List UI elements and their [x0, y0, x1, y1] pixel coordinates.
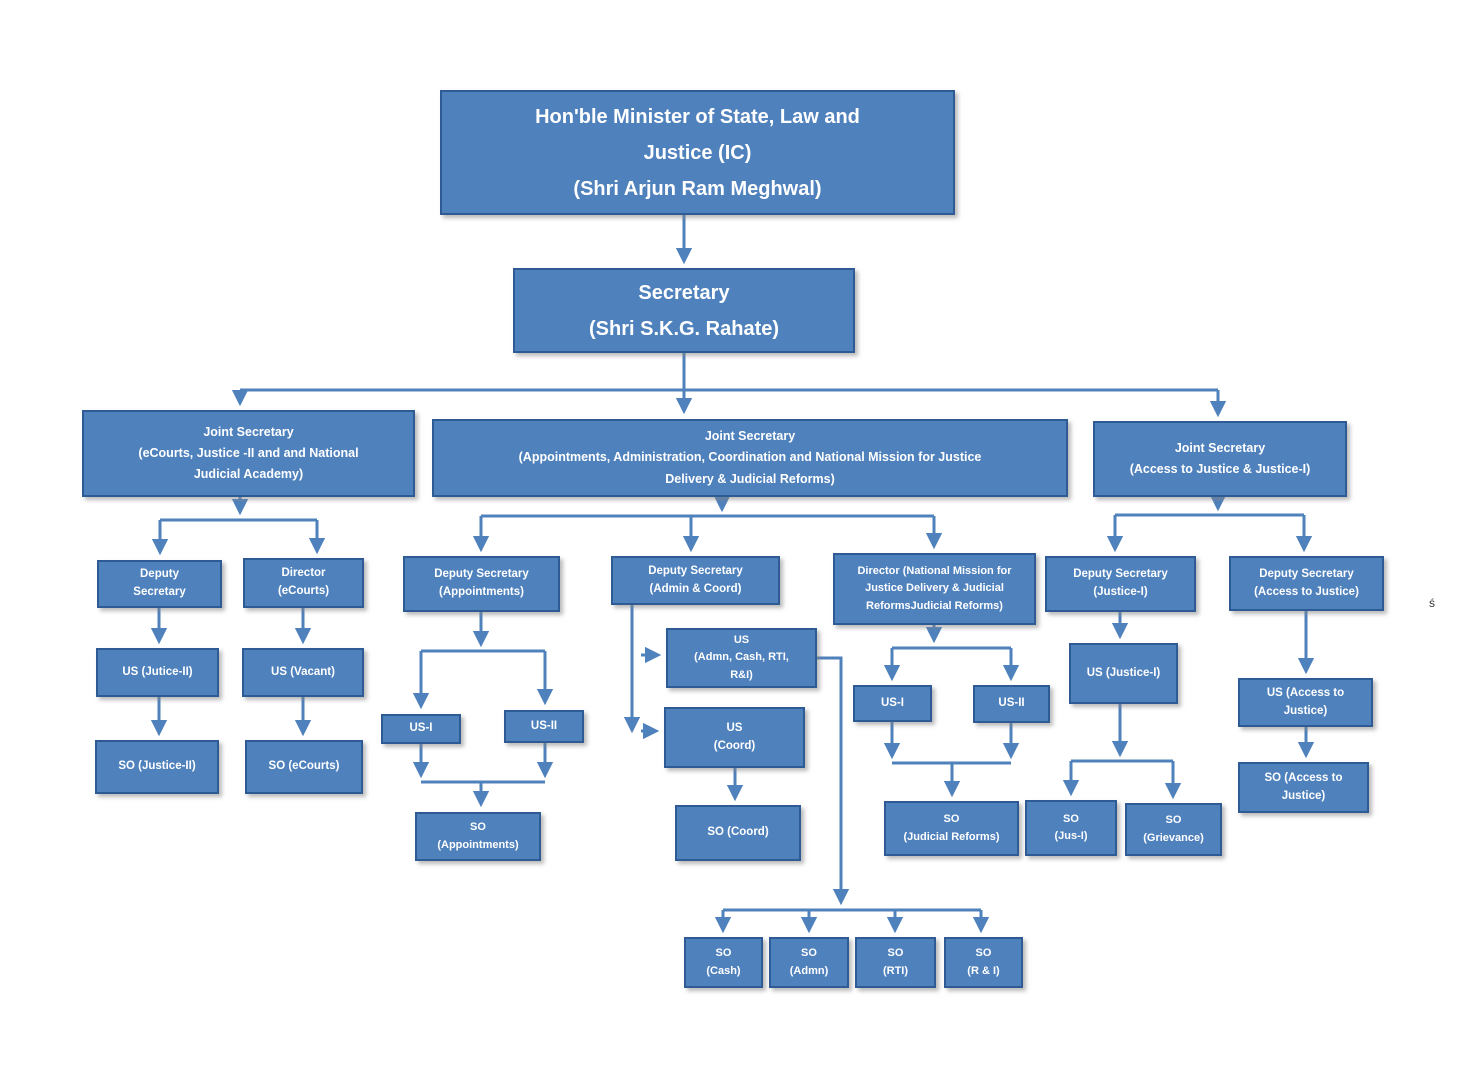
node-so-coord: SO (Coord) [675, 805, 801, 861]
node-us-access: US (Access to Justice) [1238, 678, 1373, 727]
node-director-nmjdr: Director (National Mission for Justice D… [833, 553, 1036, 625]
node-so-ecourts: SO (eCourts) [245, 740, 363, 794]
node-us-jutice2: US (Jutice-II) [96, 648, 219, 697]
node-so-judicial-reforms: SO (Judicial Reforms) [884, 801, 1019, 856]
node-js-access: Joint Secretary (Access to Justice & Jus… [1093, 421, 1347, 497]
node-us-admn-cash-rti-ri: US (Admn, Cash, RTI, R&I) [666, 628, 817, 688]
node-us-coord: US (Coord) [664, 707, 805, 768]
node-director-ecourts: Director (eCourts) [243, 558, 364, 608]
node-so-justice2: SO (Justice-II) [95, 740, 219, 794]
node-so-admn: SO (Admn) [769, 937, 849, 988]
node-js-ecourts: Joint Secretary (eCourts, Justice -II an… [82, 410, 415, 497]
node-minister: Hon'ble Minister of State, Law and Justi… [440, 90, 955, 215]
node-so-cash: SO (Cash) [684, 937, 763, 988]
node-us1-appointments: US-I [381, 714, 461, 744]
node-js-appointments: Joint Secretary (Appointments, Administr… [432, 419, 1068, 497]
node-deputy-secretary: Deputy Secretary [97, 560, 222, 608]
node-so-access: SO (Access to Justice) [1238, 762, 1369, 813]
node-us-justice1: US (Justice-I) [1069, 643, 1178, 704]
node-so-jus1: SO (Jus-I) [1025, 800, 1117, 856]
node-secretary: Secretary (Shri S.K.G. Rahate) [513, 268, 855, 353]
connector-group [150, 215, 1315, 934]
node-ds-admin-coord: Deputy Secretary (Admin & Coord) [611, 556, 780, 605]
node-us2-judicial-reforms: US-II [973, 685, 1050, 723]
node-us2-appointments: US-II [504, 710, 584, 743]
node-ds-access: Deputy Secretary (Access to Justice) [1229, 556, 1384, 611]
stray-character: ś [1429, 596, 1435, 610]
node-so-grievance: SO (Grievance) [1125, 803, 1222, 856]
node-so-rti: SO (RTI) [855, 937, 936, 988]
node-so-ri: SO (R & I) [944, 937, 1023, 988]
node-us-vacant: US (Vacant) [242, 648, 364, 697]
node-so-appointments: SO (Appointments) [415, 812, 541, 861]
node-us1-judicial-reforms: US-I [853, 685, 932, 722]
node-ds-appointments: Deputy Secretary (Appointments) [403, 556, 560, 612]
node-ds-justice1: Deputy Secretary (Justice-I) [1045, 556, 1196, 612]
